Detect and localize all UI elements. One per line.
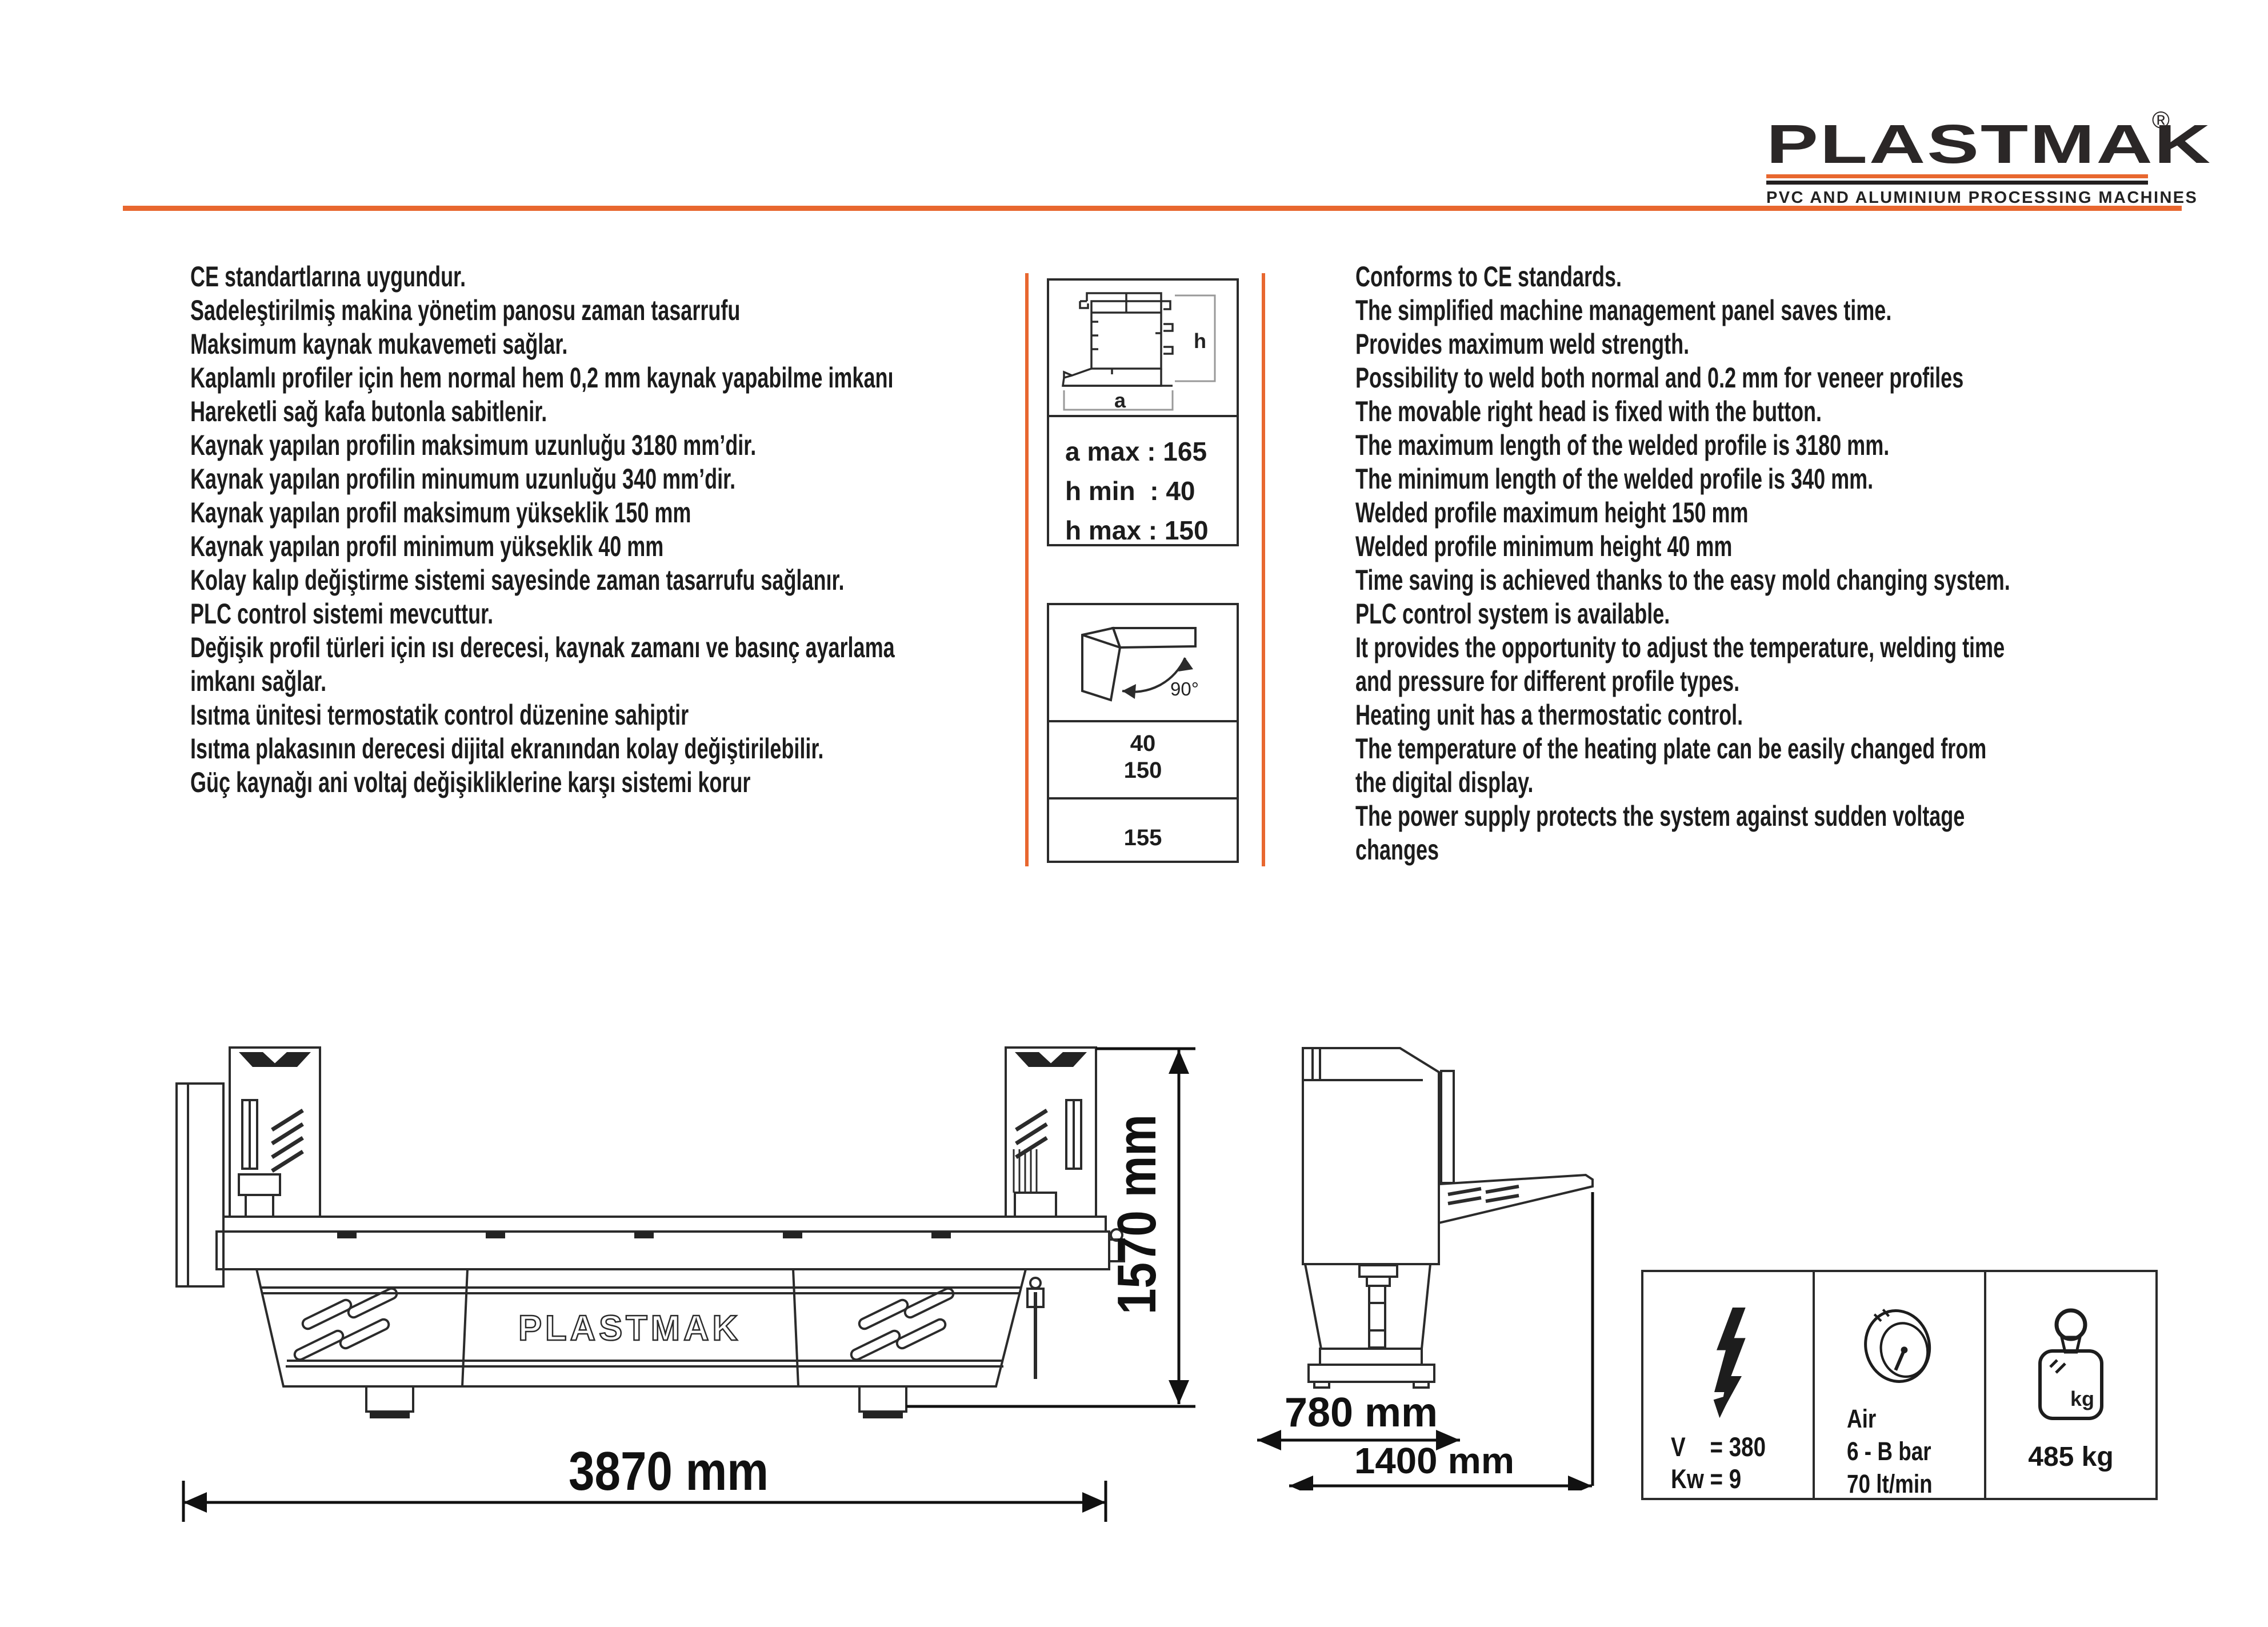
text-line: Provides maximum weld strength. bbox=[1355, 328, 1690, 360]
spec-cell-air: Air 6 - B bar 70 lt/min bbox=[1813, 1272, 1986, 1498]
machine-brand-label: PLASTMAK bbox=[518, 1309, 741, 1348]
text-line: a max : 165 bbox=[1065, 437, 1207, 466]
lightning-icon bbox=[1713, 1308, 1746, 1418]
text-line: imkanı sağlar. bbox=[190, 665, 327, 697]
text-line: Güç kaynağı ani voltaj değişikliklerine … bbox=[190, 766, 751, 798]
h-dimension-label: h bbox=[1194, 329, 1206, 353]
text-line: 70 lt/min bbox=[1847, 1469, 1933, 1498]
logo-black-bar bbox=[1766, 181, 2148, 185]
features-turkish: CE standartlarına uygundur.Sadeleştirilm… bbox=[190, 260, 1169, 799]
text-line: The simplified machine management panel … bbox=[1355, 294, 1892, 326]
weight-value: 485 kg bbox=[2028, 1442, 2114, 1472]
height-dimension-text: 1570 mm bbox=[1106, 1114, 1167, 1314]
text-line: Maksimum kaynak mukavemeti sağlar. bbox=[190, 328, 568, 360]
text-line: Heating unit has a thermostatic control. bbox=[1355, 699, 1743, 731]
kg-unit-label: kg bbox=[2070, 1387, 2094, 1410]
text-line: 150 bbox=[1123, 758, 1162, 783]
text-line: V = 380 bbox=[1671, 1432, 1766, 1462]
accent-vline-left bbox=[1025, 273, 1029, 866]
text-line: Hareketli sağ kafa butonla sabitlenir. bbox=[190, 395, 547, 427]
text-line: 6 - B bar bbox=[1847, 1437, 1931, 1466]
brand-logo-text: PLASTMAK bbox=[1766, 114, 2213, 175]
brand-tagline: PVC AND ALUMINIUM PROCESSING MACHINES bbox=[1766, 189, 2198, 207]
text-line: Time saving is achieved thanks to the ea… bbox=[1355, 564, 2010, 596]
text-line: PLC control sistemi mevcuttur. bbox=[190, 598, 494, 630]
text-line: Kaynak yapılan profilin minumum uzunluğu… bbox=[190, 463, 736, 495]
text-line: h max : 150 bbox=[1065, 515, 1209, 545]
profile-limits: a max : 165 h min : 40 h max : 150 bbox=[1049, 415, 1237, 550]
brand-logo: PLASTMAK bbox=[1766, 113, 2210, 176]
air-spec-lines: Air 6 - B bar 70 lt/min bbox=[1847, 1402, 1951, 1500]
text-line: Sadeleştirilmiş makina yönetim panosu za… bbox=[190, 294, 741, 326]
text-line: Conforms to CE standards. bbox=[1355, 261, 1622, 293]
text-line: The minimum length of the welded profile… bbox=[1355, 463, 1874, 495]
features-english: Conforms to CE standards.The simplified … bbox=[1355, 260, 2265, 867]
text-line: Kaplamlı profiler için hem normal hem 0,… bbox=[190, 362, 894, 394]
text-line: h min : 40 bbox=[1065, 476, 1195, 506]
text-line: Air bbox=[1847, 1404, 1877, 1433]
profile-cross-section-diagram: h a bbox=[1061, 292, 1216, 412]
accent-vline-right bbox=[1262, 273, 1265, 866]
corner-bottom-value: 155 bbox=[1049, 797, 1237, 876]
text-line: Değişik profil türleri için ısı derecesi… bbox=[190, 631, 895, 663]
width-dimension-text: 3870 mm bbox=[569, 1441, 769, 1502]
text-line: changes bbox=[1355, 834, 1439, 866]
text-line: The movable right head is fixed with the… bbox=[1355, 395, 1822, 427]
text-line: Welded profile minimum height 40 mm bbox=[1355, 530, 1733, 562]
registered-trademark-icon: ® bbox=[2152, 106, 2170, 133]
text-line: Welded profile maximum height 150 mm bbox=[1355, 497, 1749, 529]
text-line: Kaynak yapılan profil maksimum yükseklik… bbox=[190, 497, 691, 529]
text-line: Possibility to weld both normal and 0.2 … bbox=[1355, 362, 1964, 394]
angle-label: 90° bbox=[1170, 678, 1199, 699]
text-line: PLC control system is available. bbox=[1355, 598, 1670, 630]
text-line: CE standartlarına uygundur. bbox=[190, 261, 466, 293]
tower-chevron-icon bbox=[239, 1052, 1087, 1418]
vent-slots bbox=[293, 1287, 955, 1361]
text-line: Isıtma ünitesi termostatik control düzen… bbox=[190, 699, 689, 731]
a-dimension-label: a bbox=[1114, 389, 1126, 412]
depth-dimension-text: 780 mm bbox=[1285, 1390, 1438, 1436]
text-line: Kaynak yapılan profil minimum yükseklik … bbox=[190, 530, 664, 562]
text-line: The maximum length of the welded profile… bbox=[1355, 429, 1890, 461]
text-line: 40 bbox=[1130, 731, 1156, 756]
text-line: The temperature of the heating plate can… bbox=[1355, 733, 1987, 765]
weight-kg-icon: kg bbox=[2038, 1308, 2103, 1420]
text-line: It provides the opportunity to adjust th… bbox=[1355, 631, 2005, 663]
pressure-gauge-icon bbox=[1864, 1309, 1931, 1383]
text-line: Kaynak yapılan profilin maksimum uzunluğ… bbox=[190, 429, 757, 461]
machine-side-view-drawing: 780 mm 1400 mm bbox=[1257, 1047, 1594, 1490]
spec-cell-weight: kg 485 kg bbox=[1986, 1272, 2155, 1498]
text-line: The power supply protects the system aga… bbox=[1355, 800, 1965, 832]
width-dimension-3870 bbox=[182, 1481, 1107, 1522]
text-line: the digital display. bbox=[1355, 766, 1534, 798]
corner-90deg-diagram: 90° bbox=[1081, 626, 1199, 702]
text-line: Isıtma plakasının derecesi dijital ekran… bbox=[190, 733, 824, 765]
h-dimension-bracket bbox=[1175, 294, 1216, 382]
text-line: Kw = 9 bbox=[1671, 1464, 1742, 1494]
logo-accent-bar-top bbox=[1766, 174, 2148, 178]
height-dimension-1570 bbox=[906, 1047, 1195, 1408]
a-dimension-bracket bbox=[1063, 390, 1174, 411]
header-rule bbox=[123, 206, 2182, 211]
machine-front-view-drawing: PLASTMAK 3870 mm 1570 mm bbox=[175, 1046, 1195, 1522]
profile-spec-box: h a a max : 165 h min : 40 h max : 150 bbox=[1047, 278, 1239, 546]
text-line: and pressure for different profile types… bbox=[1355, 665, 1740, 697]
total-depth-dimension-text: 1400 mm bbox=[1354, 1440, 1514, 1481]
text-line: Kolay kalıp değiştirme sistemi sayesinde… bbox=[190, 564, 845, 596]
